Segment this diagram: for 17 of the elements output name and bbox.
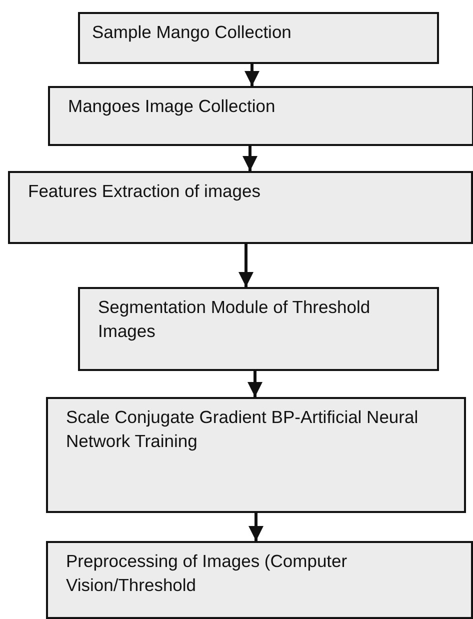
process-box [46, 541, 473, 619]
process-box [78, 287, 439, 371]
process-box [8, 171, 473, 244]
process-box [48, 86, 473, 146]
arrow [248, 371, 262, 397]
step-text: Mangoes Image Collection [68, 95, 276, 118]
step-text: Preprocessing of Images (Computer Vision/Threshold [66, 550, 348, 598]
process-box [46, 397, 466, 513]
step-text: Scale Conjugate Gradient BP-Artificial Neural Network Training [66, 406, 420, 454]
step-text: Features Extraction of images [28, 180, 262, 203]
arrow [244, 64, 260, 86]
arrow [238, 244, 254, 287]
process-box [78, 12, 439, 64]
arrow [248, 513, 264, 541]
step-text: Segmentation Module of Threshold Images [98, 296, 372, 344]
arrow [242, 146, 258, 171]
step-text: Sample Mango Collection [92, 21, 292, 44]
